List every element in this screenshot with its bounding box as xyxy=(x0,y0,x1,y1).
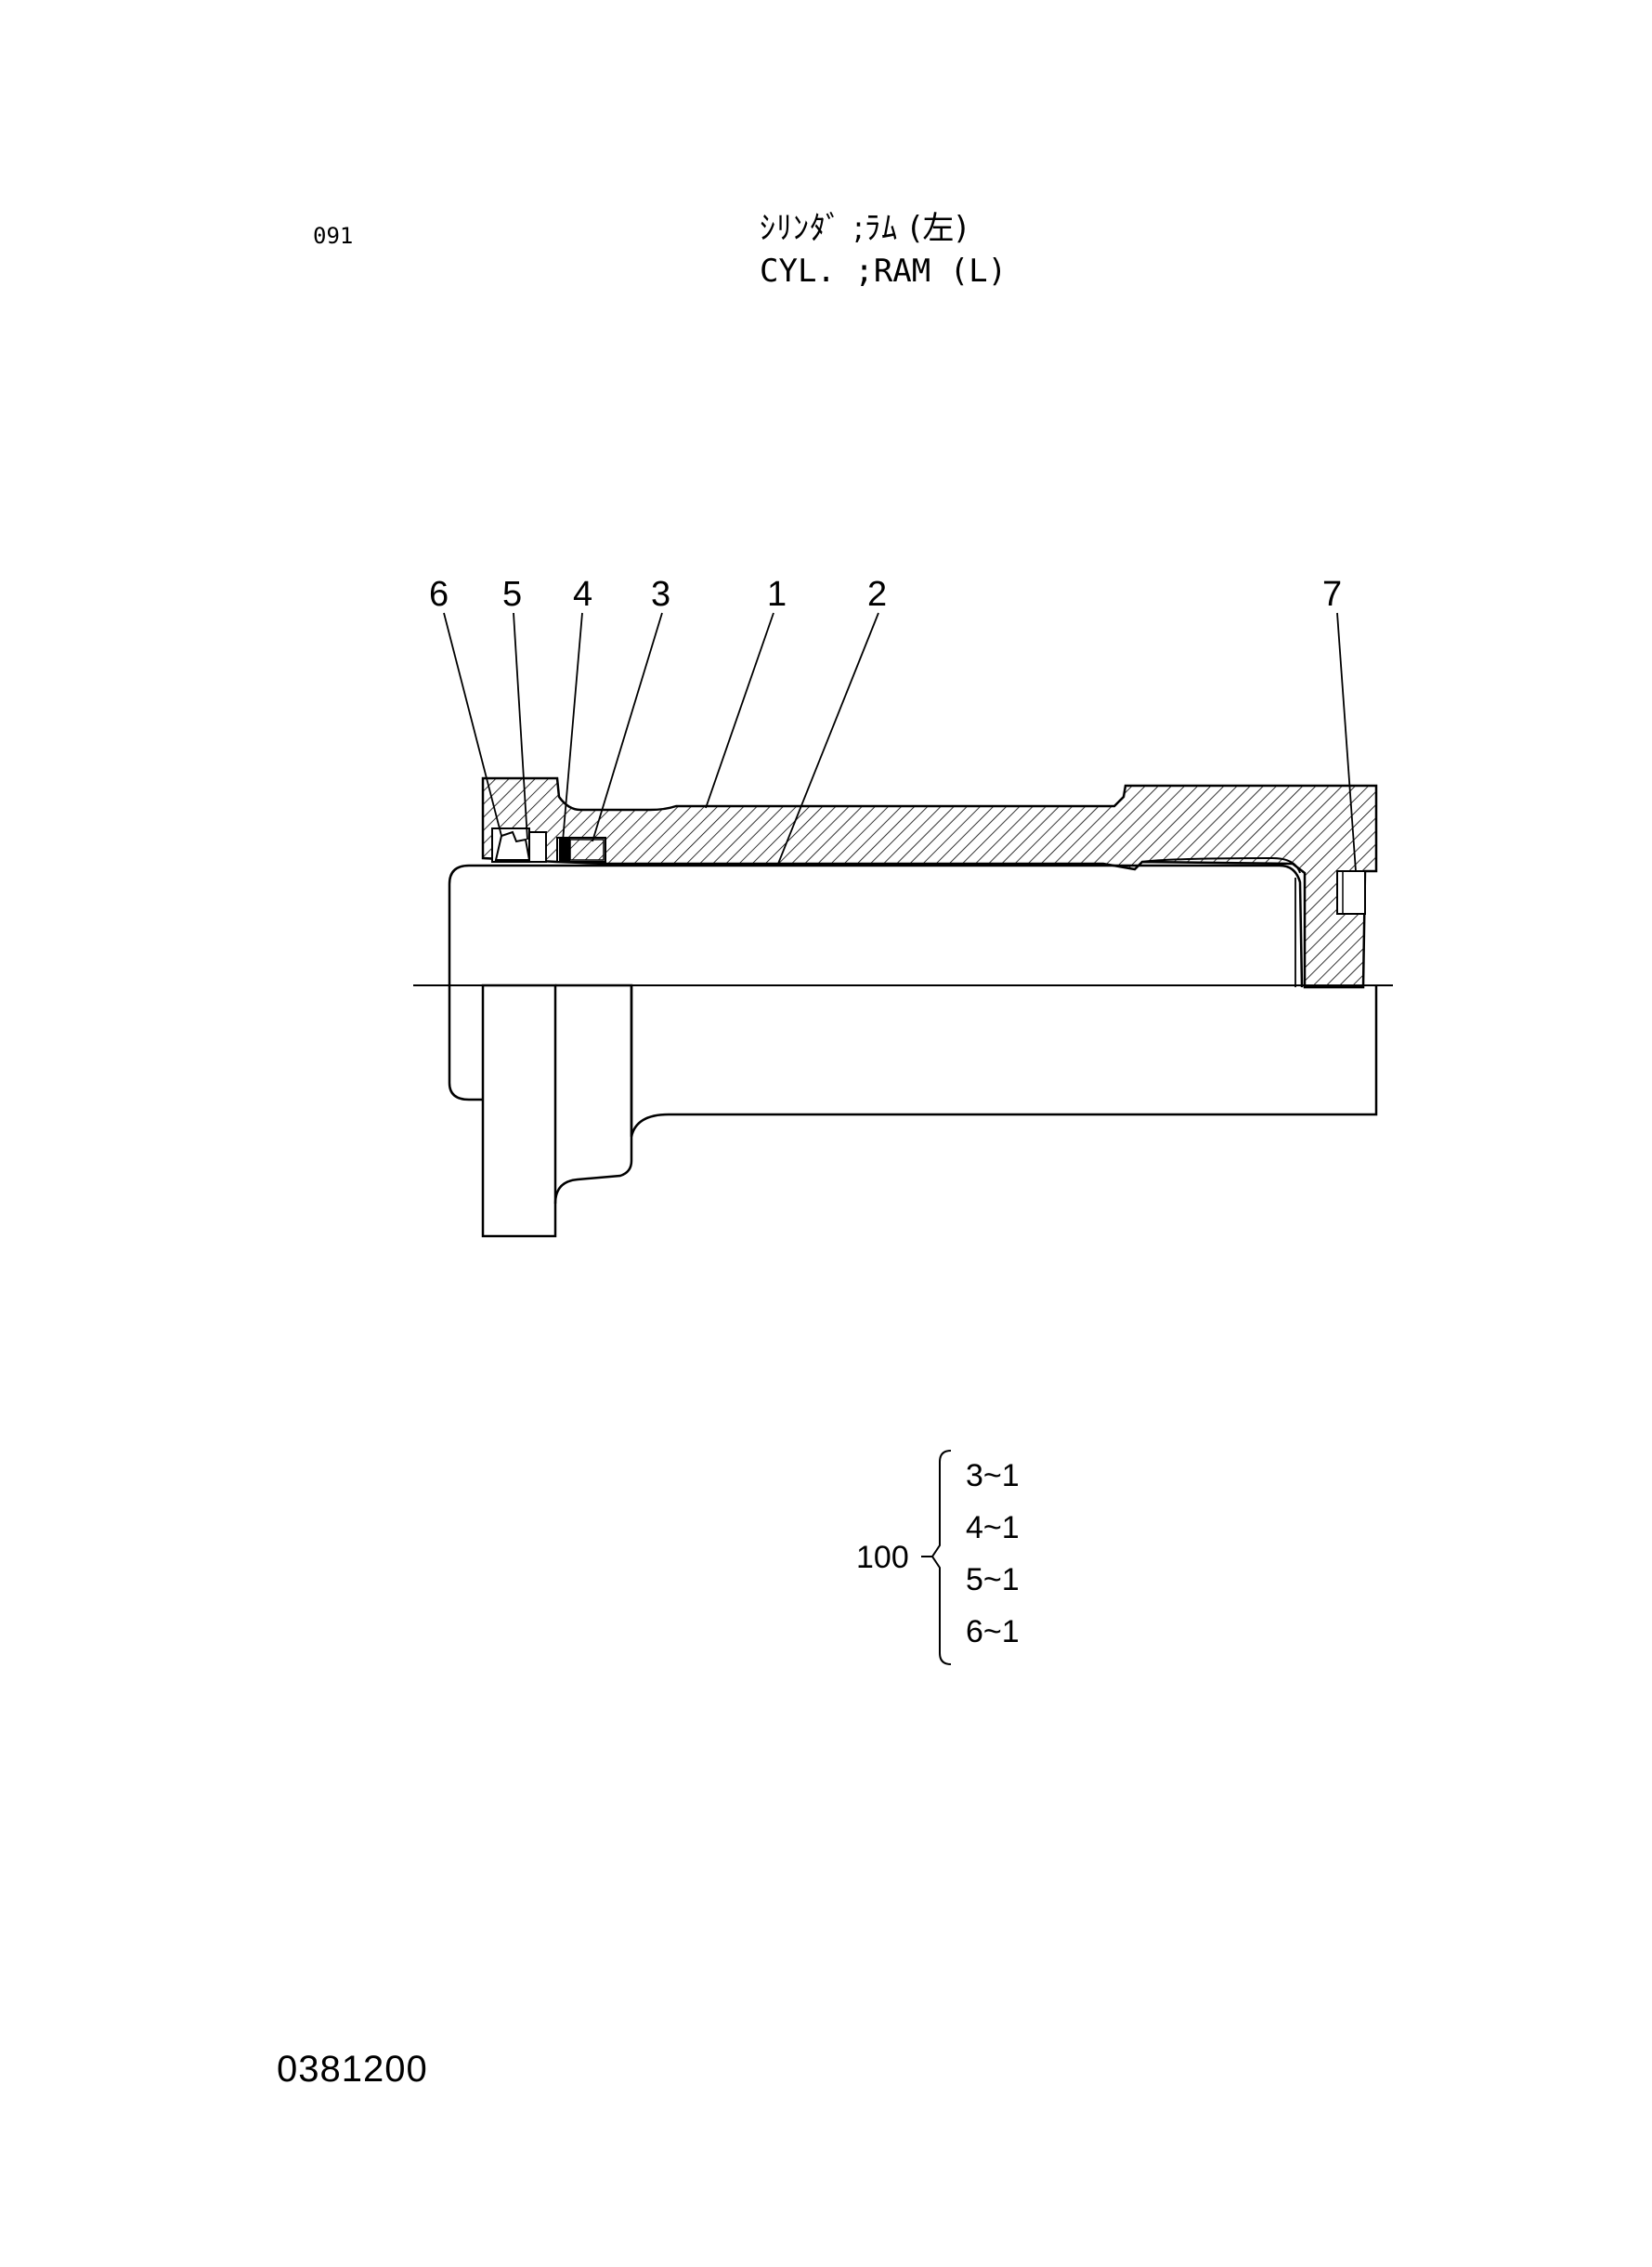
ram-left-end xyxy=(448,864,483,1101)
kit-number: 100 xyxy=(856,1540,909,1575)
callout-1: 1 xyxy=(767,575,787,614)
leader-4 xyxy=(562,612,583,842)
bore-groove xyxy=(1141,856,1301,874)
leader-5 xyxy=(513,612,528,840)
leader-7 xyxy=(1336,612,1357,872)
wear-ring-4 xyxy=(559,838,570,862)
callout-4: 4 xyxy=(573,575,592,614)
leader-3 xyxy=(592,612,663,842)
ram-rod xyxy=(469,864,1304,988)
kit-item-2: 4~1 xyxy=(966,1510,1020,1545)
callout-7: 7 xyxy=(1322,575,1342,614)
kit-item-3: 5~1 xyxy=(966,1562,1020,1597)
cylinder-barrel-section xyxy=(481,776,1378,989)
callout-6: 6 xyxy=(429,575,449,614)
callout-5: 5 xyxy=(502,575,522,614)
rod-eye-flange xyxy=(481,984,557,1238)
kit-bracket xyxy=(930,1450,952,1665)
title-japanese: ｼﾘﾝﾀﾞ ;ﾗﾑ (左) xyxy=(760,210,969,247)
leader-6 xyxy=(443,612,502,837)
leader-1 xyxy=(705,612,774,809)
callout-2: 2 xyxy=(867,575,887,614)
kit-item-4: 6~1 xyxy=(966,1614,1020,1649)
rod-lower-profile xyxy=(630,985,1378,1138)
seal-groove-5 xyxy=(528,831,547,863)
page-number: 091 xyxy=(313,223,354,249)
title-english: CYL. ;RAM (L) xyxy=(760,253,1008,290)
callout-3: 3 xyxy=(651,575,670,614)
seal-3 xyxy=(569,839,605,861)
document-code: 0381200 xyxy=(277,2049,428,2090)
port-7 xyxy=(1336,870,1366,915)
kit-item-1: 3~1 xyxy=(966,1458,1020,1493)
rod-body-outline xyxy=(553,984,633,1205)
leader-2 xyxy=(777,612,879,865)
